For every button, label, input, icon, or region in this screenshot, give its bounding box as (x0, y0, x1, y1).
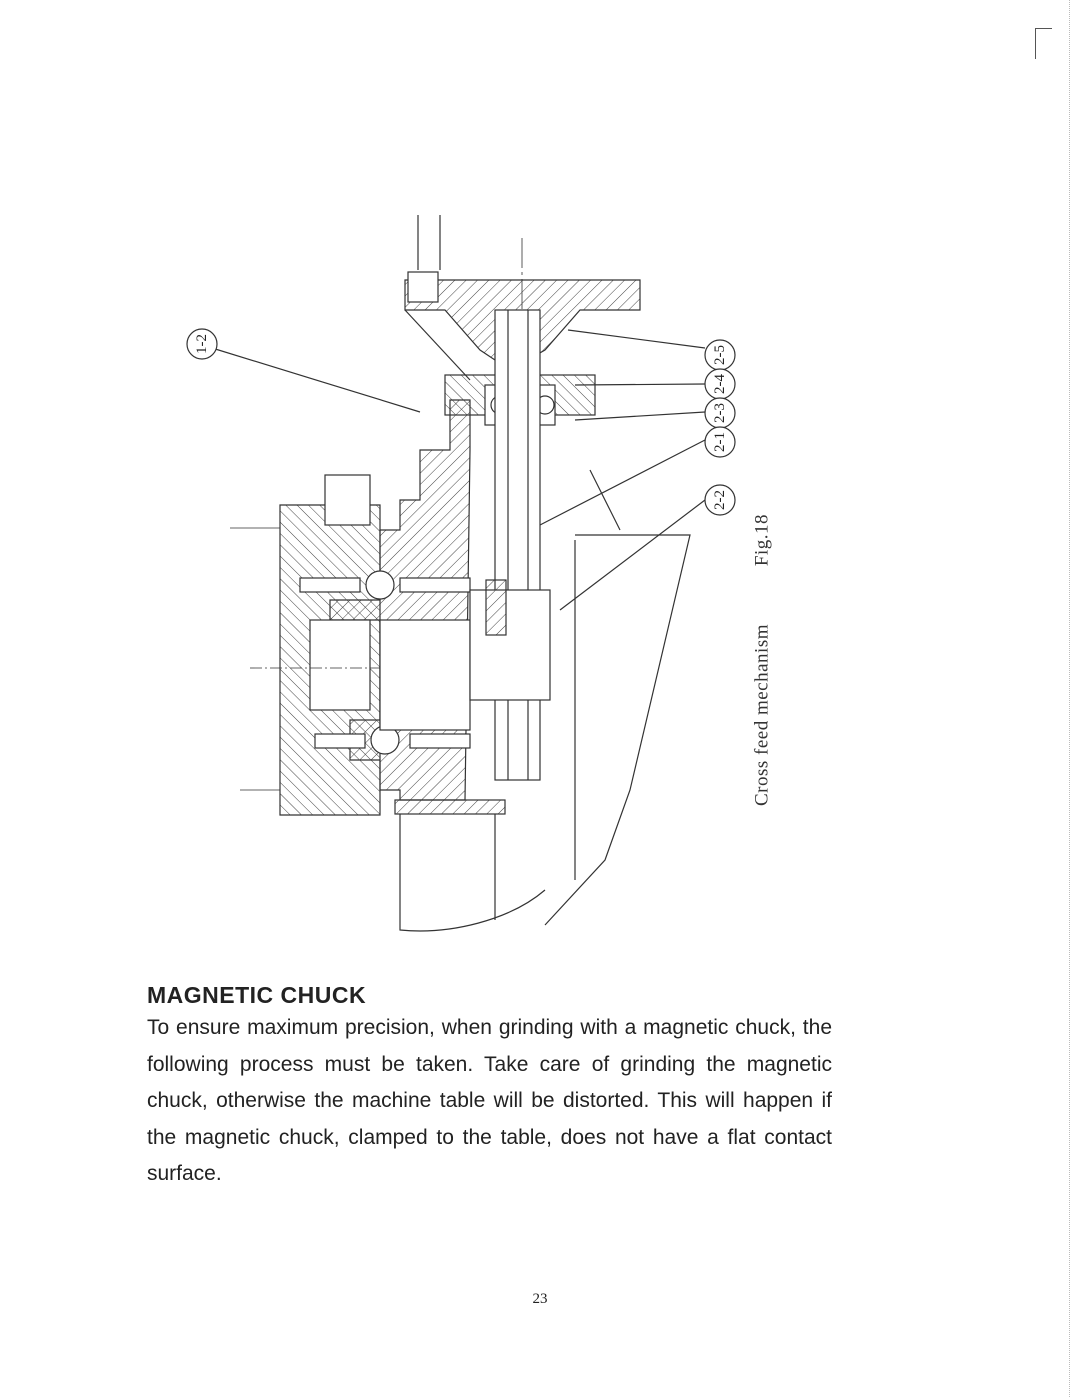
callout-1-2: 1-2 (194, 334, 210, 354)
cross-feed-drawing: 1-2 2-5 2-4 2-3 2-1 2-2 Fig.18 Cross fee… (186, 215, 773, 932)
scan-corner-mark (1035, 28, 1052, 59)
callout-2-3: 2-3 (712, 403, 728, 423)
callout-2-2: 2-2 (712, 490, 728, 510)
callout-2-4: 2-4 (712, 374, 728, 394)
figure-caption: Cross feed mechanism (752, 624, 773, 806)
section-heading: MAGNETIC CHUCK (147, 982, 367, 1008)
scan-edge-line (1068, 0, 1070, 1397)
callout-2-1: 2-1 (712, 432, 728, 452)
callout-2-5: 2-5 (712, 345, 728, 365)
page-number: 23 (532, 1291, 548, 1307)
section-body-text: To ensure maximum precision, when grindi… (147, 1016, 832, 1185)
cross-feed-mechanism-figure: 1-2 2-5 2-4 2-3 2-1 2-2 Fig.18 Cross fee… (150, 200, 790, 950)
figure-label: Fig.18 (752, 514, 773, 566)
